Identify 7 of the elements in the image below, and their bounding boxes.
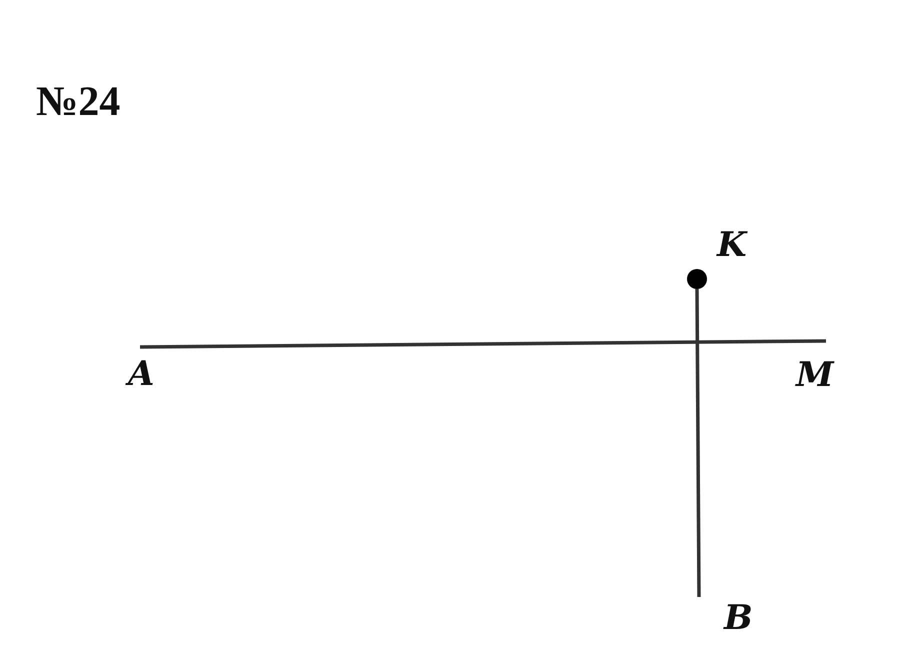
point-label: B bbox=[698, 597, 754, 631]
problem-number: №24 bbox=[36, 78, 120, 126]
point-label: K bbox=[717, 228, 747, 262]
point-label: A bbox=[126, 347, 160, 391]
point-label: M bbox=[794, 341, 836, 391]
line-segment bbox=[140, 339, 826, 349]
line-segment bbox=[695, 288, 701, 598]
